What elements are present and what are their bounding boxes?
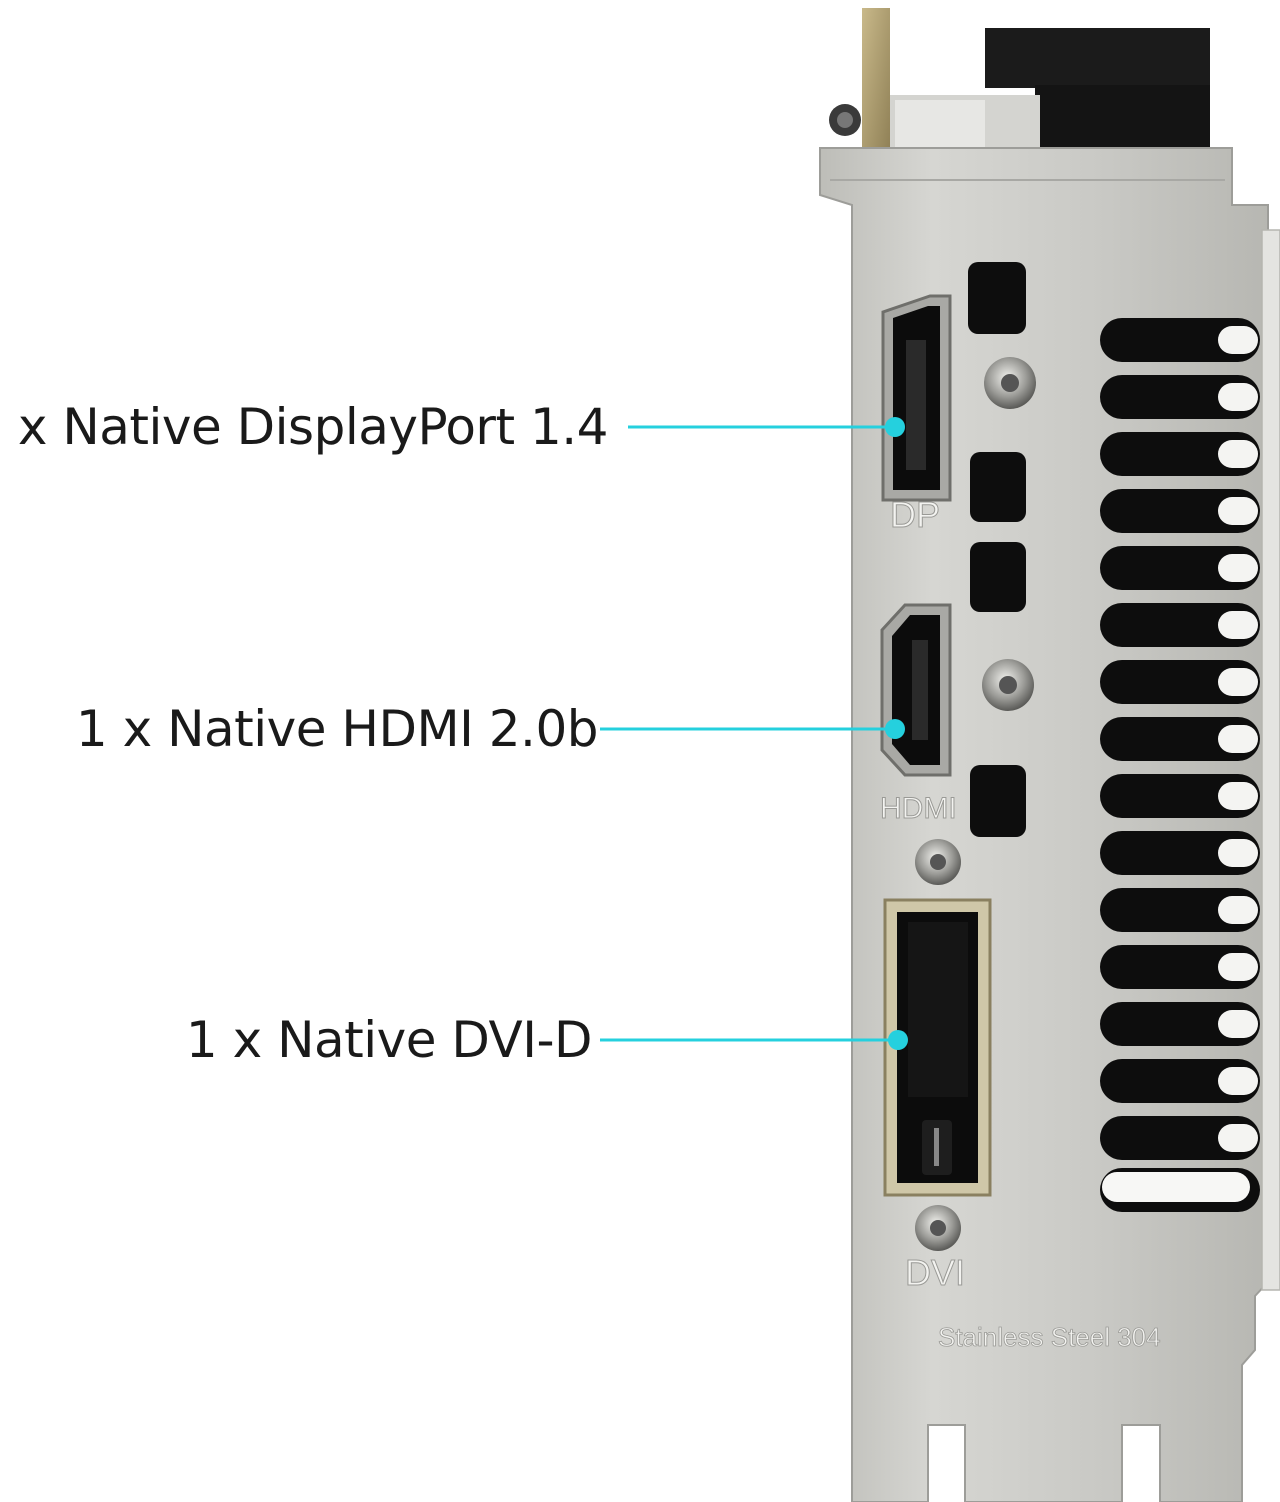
- callout-dot-dvi: [888, 1030, 908, 1050]
- small-slots: [968, 262, 1026, 837]
- displayport-connector: [881, 294, 952, 502]
- callout-dot-dp: [885, 417, 905, 437]
- callout-label-hdmi: 1 x Native HDMI 2.0b: [75, 700, 599, 758]
- dp-port-label: DP: [890, 494, 940, 535]
- callout-label-dvi: 1 x Native DVI-D: [185, 1011, 593, 1069]
- ventilation-slots: [1100, 318, 1260, 1212]
- callout-label-displayport: 1 x Native DisplayPort 1.4: [0, 398, 608, 456]
- callout-dot-hdmi: [885, 719, 905, 739]
- hdmi-port-label: HDMI: [880, 792, 957, 825]
- material-label: Stainless Steel 304: [938, 1322, 1161, 1352]
- dvi-port-label: DVI: [905, 1252, 965, 1293]
- hdmi-connector: [880, 603, 952, 777]
- callout-lines: [600, 417, 908, 1050]
- dvi-connector: [883, 898, 992, 1197]
- pcb-top: [829, 8, 1210, 180]
- standoff-screws: [915, 357, 1036, 1251]
